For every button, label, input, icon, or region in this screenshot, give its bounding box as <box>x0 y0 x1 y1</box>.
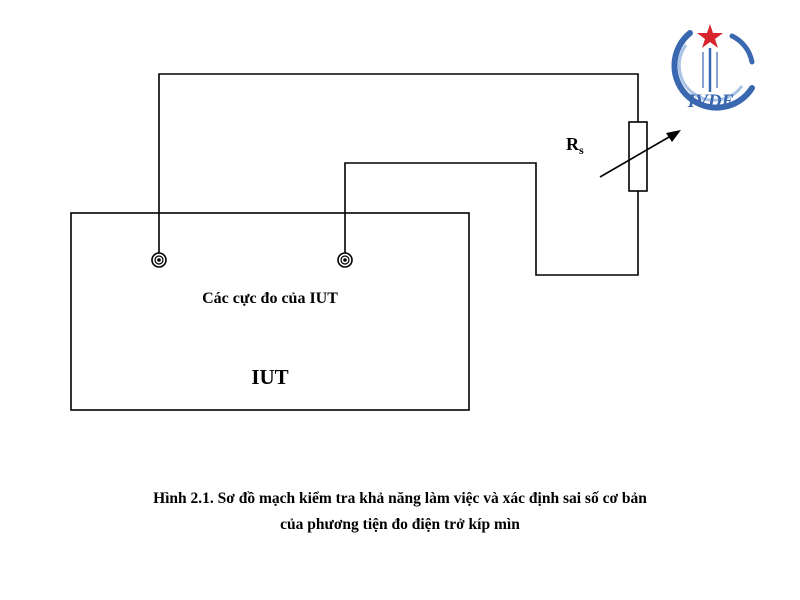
terminal-right <box>337 252 353 268</box>
device-label: IUT <box>251 365 288 389</box>
resistor-label-sub: s <box>579 143 584 157</box>
caption-line-1: Hình 2.1. Sơ đồ mạch kiểm tra khả năng l… <box>153 490 647 507</box>
logo-text: IVDE <box>687 91 734 112</box>
figure-caption: Hình 2.1. Sơ đồ mạch kiểm tra khả năng l… <box>0 486 800 538</box>
outer-wire <box>158 73 639 257</box>
iut-device-box <box>70 212 470 411</box>
star-icon <box>697 24 723 48</box>
variable-resistor <box>628 121 648 192</box>
circuit-diagram: Rs Các cực đo của IUT IUT IVDE <box>70 24 755 411</box>
terminals-label: Các cực đo của IUT <box>202 290 338 307</box>
terminal-left <box>151 252 167 268</box>
resistor-label-main: R <box>566 134 580 154</box>
resistor-label: Rs <box>566 134 584 157</box>
inner-wire <box>344 162 639 276</box>
caption-line-2: của phương tiện đo điện trở kíp mìn <box>280 516 520 533</box>
variable-arrow-line <box>599 132 677 178</box>
variable-arrow-head <box>666 130 681 142</box>
star-emblem-logo: IVDE <box>671 24 755 112</box>
